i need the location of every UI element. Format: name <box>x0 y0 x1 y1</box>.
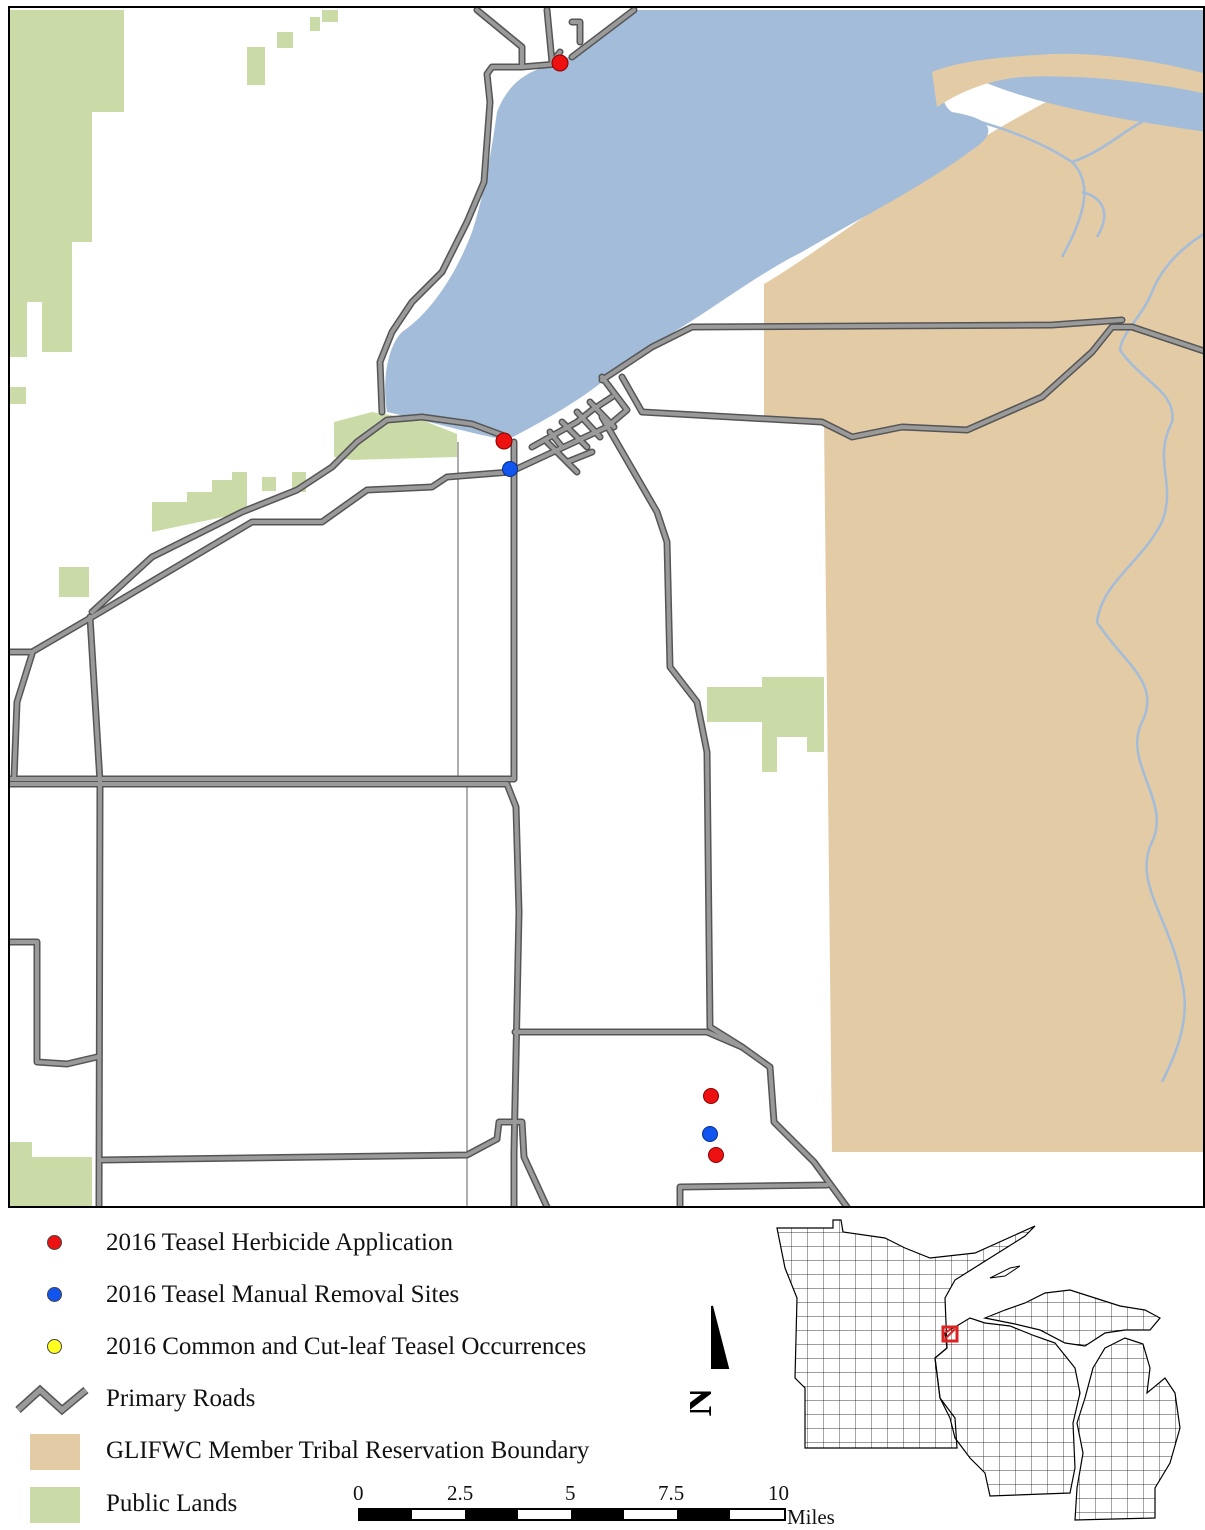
manual-removal-site-marker[interactable] <box>702 1126 718 1142</box>
scale-tick-label: 5 <box>565 1481 576 1505</box>
tan-patch-icon <box>30 1434 80 1470</box>
herbicide-site-marker[interactable] <box>551 54 569 72</box>
north-arrow-letter: N <box>690 1387 720 1416</box>
scale-tick-label: 7.5 <box>658 1481 685 1505</box>
minnesota-michigan-wisconsin-locator-icon[interactable] <box>775 1218 1195 1523</box>
water-body <box>385 10 1203 440</box>
legend-item-reservation: GLIFWC Member Tribal Reservation Boundar… <box>0 1434 700 1476</box>
scale-tick-label: 10 <box>768 1481 789 1505</box>
map-canvas[interactable] <box>10 8 1205 1208</box>
blue-dot-icon <box>47 1287 62 1302</box>
scale-tick-label: 2.5 <box>447 1481 474 1505</box>
river-delta <box>961 115 1143 258</box>
road-fill <box>10 8 1203 1206</box>
sand-spit <box>932 53 1203 107</box>
legend-label: 2016 Teasel Manual Removal Sites <box>106 1281 460 1308</box>
scale-bar-graphic <box>358 1508 786 1521</box>
legend-item-herbicide: 2016 Teasel Herbicide Application <box>0 1228 700 1268</box>
reservation-area[interactable] <box>764 32 1205 1152</box>
river <box>1095 233 1203 1083</box>
legend-label: Public Lands <box>106 1490 238 1517</box>
scale-tick-label: 0 <box>353 1481 364 1505</box>
legend-item-manual-removal: 2016 Teasel Manual Removal Sites <box>0 1280 700 1320</box>
manual-removal-site-marker[interactable] <box>502 461 518 477</box>
public-lands[interactable] <box>10 10 824 1207</box>
herbicide-site-marker[interactable] <box>708 1147 724 1163</box>
legend-label: 2016 Teasel Herbicide Application <box>106 1229 453 1256</box>
road-line-icon <box>15 1384 89 1416</box>
legend-item-occurrence: 2016 Common and Cut-leaf Teasel Occurren… <box>0 1332 700 1372</box>
legend-item-public-lands: Public Lands <box>0 1487 700 1529</box>
legend: 2016 Teasel Herbicide Application 2016 T… <box>0 1228 700 1528</box>
legend-label: 2016 Common and Cut-leaf Teasel Occurren… <box>106 1333 587 1360</box>
green-patch-icon <box>30 1487 80 1523</box>
north-arrow-icon: N <box>690 1305 730 1416</box>
legend-label: Primary Roads <box>106 1385 256 1412</box>
section-lines <box>457 442 468 1206</box>
legend-label: GLIFWC Member Tribal Reservation Boundar… <box>106 1437 590 1464</box>
scale-bar: 0 2.5 5 7.5 10 Miles <box>350 1480 850 1530</box>
herbicide-site-marker[interactable] <box>703 1088 719 1104</box>
legend-item-roads: Primary Roads <box>0 1384 700 1424</box>
scale-unit-label: Miles <box>787 1505 835 1529</box>
teasel-markers[interactable] <box>495 54 724 1163</box>
map-frame[interactable] <box>8 6 1205 1208</box>
herbicide-site-marker[interactable] <box>495 432 513 450</box>
yellow-dot-icon <box>47 1339 62 1354</box>
red-dot-icon <box>47 1235 62 1250</box>
